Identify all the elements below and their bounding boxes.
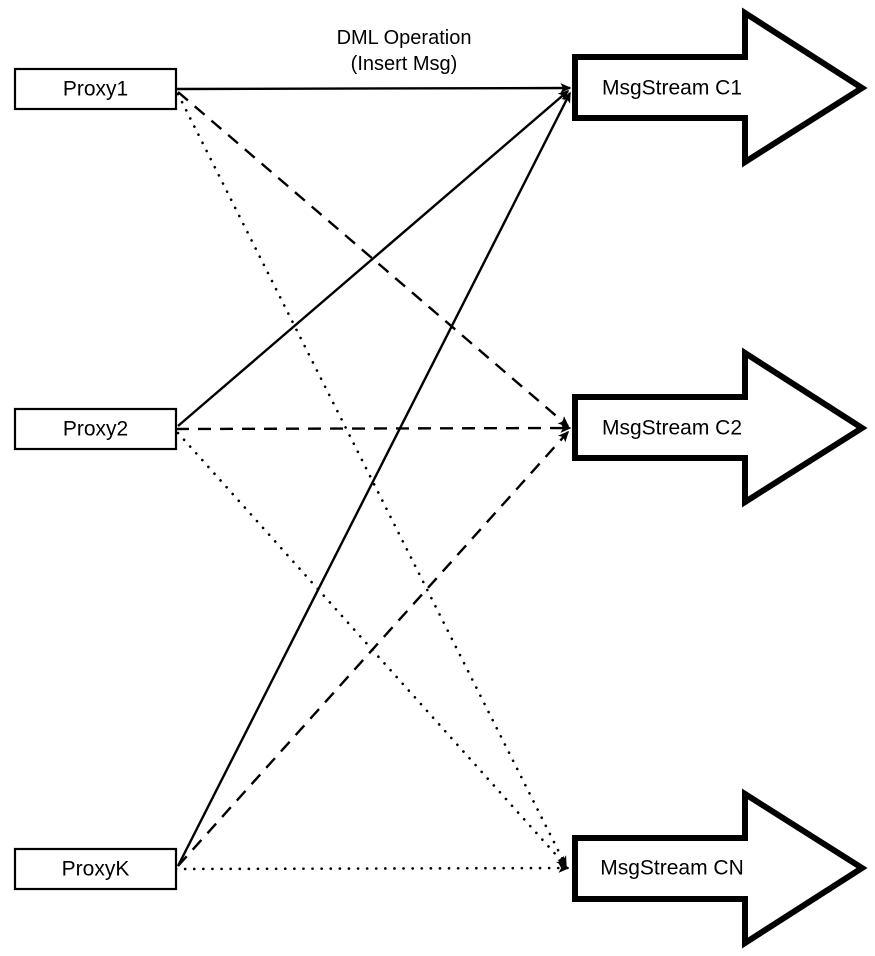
proxy1-box[interactable] [13,67,178,111]
link-proxy1-to-msgstream-c2[interactable] [177,91,570,427]
msgstream-c2-arrow-shape[interactable] [572,347,868,508]
proxy2-label: Proxy2 [63,418,128,441]
msgstream-node-c1[interactable]: MsgStream C1 [572,7,868,168]
msgstream-node-cn[interactable]: MsgStream CN [572,788,868,949]
proxy2-box[interactable] [13,407,178,451]
proxy-node-proxy1[interactable]: Proxy1 [13,67,178,111]
edge-label-line-1: DML Operation [337,27,472,49]
link-proxyk-to-msgstream-c2[interactable] [177,430,570,867]
link-proxyk-to-msgstream-c1[interactable] [176,91,572,867]
proxy1-label: Proxy1 [63,78,128,101]
edge-label-dml-operation: DML Operation (Insert Msg) [337,27,472,75]
link-proxy1-to-msgstream-c1[interactable] [175,83,572,93]
msgstream-c1-label: MsgStream C1 [602,77,742,100]
link-proxy1-to-msgstream-cn[interactable] [176,92,568,868]
msgstream-cn-arrow-shape[interactable] [572,788,868,949]
link-proxy2-to-msgstream-c1[interactable] [177,90,570,427]
proxy-node-proxyk[interactable]: ProxyK [13,847,178,891]
proxyk-box[interactable] [13,847,178,891]
link-proxy2-to-msgstream-c2[interactable] [175,423,572,433]
edge-label-line-2: (Insert Msg) [351,53,458,75]
proxy-node-proxy2[interactable]: Proxy2 [13,407,178,451]
msgstream-node-c2[interactable]: MsgStream C2 [572,347,868,508]
msgstream-cn-label: MsgStream CN [600,857,744,880]
msgstream-c2-label: MsgStream C2 [602,417,742,440]
proxyk-label: ProxyK [62,858,130,881]
link-proxyk-to-msgstream-cn[interactable] [174,863,570,873]
link-layer [174,83,572,873]
msgstream-c1-arrow-shape[interactable] [572,7,868,168]
